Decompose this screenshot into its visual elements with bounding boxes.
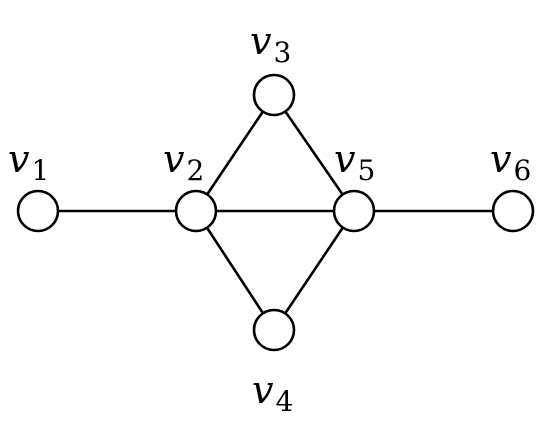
vertex-label-v6: v6: [490, 137, 531, 187]
vertex-v2: [174, 189, 218, 233]
edge-layer: [36, 93, 515, 332]
vertex-label-subscript: 1: [31, 154, 49, 187]
vertex-label-letter: v: [490, 137, 512, 181]
vertex-v6: [491, 189, 535, 233]
vertex-label-subscript: 2: [186, 154, 204, 187]
vertex-label-letter: v: [8, 137, 30, 181]
vertex-v3: [252, 73, 296, 117]
vertex-label-letter: v: [252, 368, 274, 412]
vertex-label-v4: v4: [252, 368, 293, 418]
vertex-label-v1: v1: [8, 137, 49, 187]
vertex-label-letter: v: [334, 137, 356, 181]
vertex-v5: [332, 189, 376, 233]
edge-v2-v4: [194, 209, 276, 332]
edge-v2-v3: [194, 93, 276, 213]
vertex-v1: [16, 189, 60, 233]
vertex-layer: [16, 73, 535, 352]
vertex-label-letter: v: [163, 137, 185, 181]
edge-v3-v5: [272, 93, 356, 213]
vertex-label-subscript: 3: [273, 36, 291, 69]
vertex-label-subscript: 5: [357, 154, 375, 187]
vertex-label-letter: v: [250, 19, 272, 63]
vertex-label-v2: v2: [163, 137, 204, 187]
vertex-label-v5: v5: [334, 137, 375, 187]
vertex-label-subscript: 6: [513, 154, 531, 187]
vertex-label-subscript: 4: [275, 385, 293, 418]
edge-v4-v5: [272, 209, 356, 332]
vertex-label-v3: v3: [250, 19, 291, 69]
vertex-v4: [252, 308, 296, 352]
